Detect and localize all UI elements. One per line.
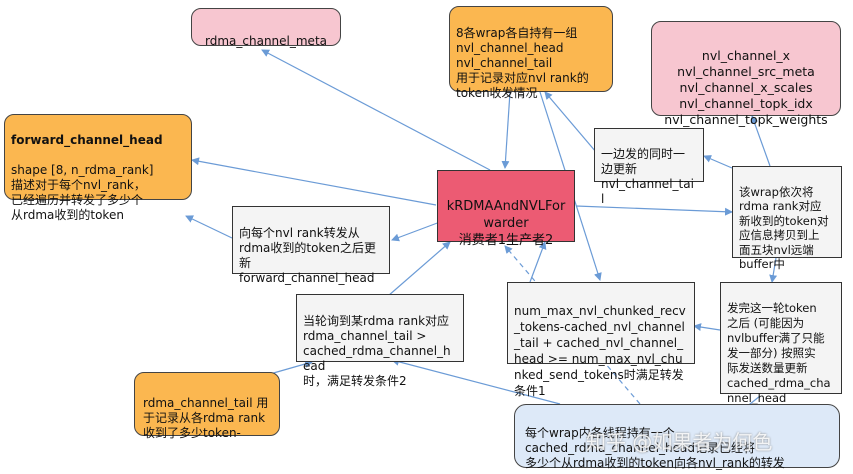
arrow-central-to-forward-update [391, 221, 441, 242]
arrow-rdma-tail-to-condition2 [269, 360, 313, 375]
arrow-central-to-meta [261, 49, 491, 171]
copy-to-nvl-text: 该wrap依次将 rdma rank对应 新收到的token对 应信息拷贝到上 … [739, 184, 829, 272]
rdma-channel-tail-text: rdma_channel_tail 用 于记录从各rdma rank 收到了多少… [143, 396, 269, 440]
forward-update-head-node: 向每个nvl rank转发从 rdma收到的token之后更新 forward_… [232, 206, 390, 285]
watermark: 知乎 @如果者为何色 [586, 430, 773, 454]
per-wrap-counter-node: 每个wrap内各线程持有一个 cached_rdma_channel_head记… [514, 404, 840, 470]
condition2-node: 当轮询到某rdma rank对应 rdma_channel_tail > cac… [296, 294, 464, 388]
rdma-channel-meta-node: rdma_channel_meta [191, 8, 341, 48]
rdma-channel-meta-text: rdma_channel_meta [205, 34, 327, 48]
rdma-channel-tail-node: rdma_channel_tail 用 于记录从各rdma rank 收到了多少… [134, 372, 280, 440]
arrow-condition1-to-central [529, 241, 547, 283]
arrow-central-to-copy [575, 205, 733, 216]
forward-channel-head-text: shape [8, n_rdma_rank] 描述对于每个nvl_rank， 已… [11, 163, 154, 222]
arrow-copy-to-update-tail [703, 155, 733, 169]
arrow-counter-to-condition2 [391, 357, 561, 405]
forward-channel-head-title: forward_channel_head [11, 133, 163, 147]
arrow-wrap-to-central [501, 91, 511, 169]
condition1-text: num_max_nvl_chunked_recv_tokens-cached_n… [514, 304, 686, 398]
copy-to-nvl-node: 该wrap依次将 rdma rank对应 新收到的token对 应信息拷贝到上 … [732, 166, 842, 271]
arrow-condition2-to-central [387, 241, 451, 297]
arrow-copy-to-update-cached-head [769, 257, 778, 283]
arrow-copy-to-nvl-buffers [750, 115, 771, 167]
arrow-update-cached-head-to-condition1 [693, 323, 721, 332]
central-forwarder-text: kRDMAAndNVLForwarder 消费者1生产者2 [446, 199, 566, 248]
wrap-head-tail-node: 8各wrap各自持有一组 nvl_channel_head nvl_channe… [449, 6, 613, 100]
nvl-buffers-node: nvl_channel_x nvl_channel_src_meta nvl_c… [651, 21, 841, 127]
condition2-text: 当轮询到某rdma rank对应 rdma_channel_tail > cac… [303, 314, 451, 388]
central-forwarder-node: kRDMAAndNVLForwarder 消费者1生产者2 [437, 170, 575, 248]
arrow-central-to-forward-head [191, 157, 437, 206]
nvl-buffers-text: nvl_channel_x nvl_channel_src_meta nvl_c… [664, 48, 828, 127]
update-cached-head-node: 发完这一轮token 之后 (可能因为 nvlbuffer满了只能 发一部分) … [720, 282, 842, 405]
wrap-head-tail-text: 8各wrap各自持有一组 nvl_channel_head nvl_channe… [456, 26, 589, 100]
per-wrap-counter-text: 每个wrap内各线程持有一个 cached_rdma_channel_head记… [525, 426, 785, 470]
update-cached-head-text: 发完这一轮token 之后 (可能因为 nvlbuffer满了只能 发一部分) … [727, 301, 831, 405]
arrow-update-tail-to-wrap [544, 91, 597, 153]
update-tail-text: 一边发的同时一 边更新 nvl_channel_tail [601, 147, 694, 206]
update-tail-node: 一边发的同时一 边更新 nvl_channel_tail [594, 128, 704, 206]
forward-channel-head-node: forward_channel_head shape [8, n_rdma_ra… [4, 114, 192, 222]
forward-update-head-text: 向每个nvl rank转发从 rdma收到的token之后更新 forward_… [239, 226, 376, 285]
condition1-node: num_max_nvl_chunked_recv_tokens-cached_n… [507, 282, 695, 398]
arrow-forward-update-to-forward-head [185, 215, 233, 239]
